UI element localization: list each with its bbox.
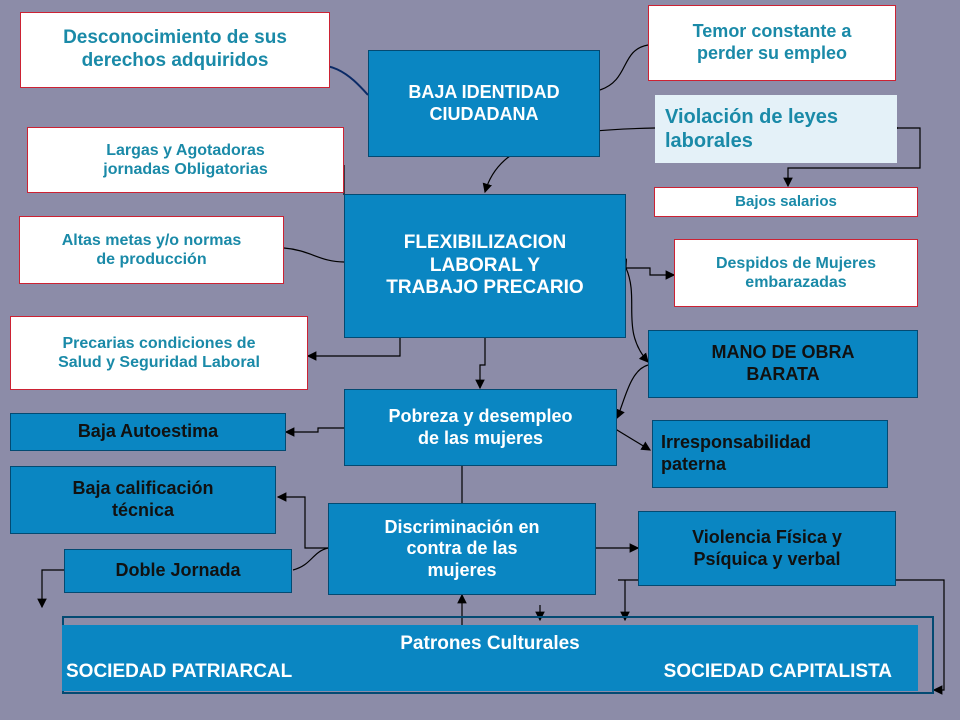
node-text-line: mujeres — [427, 559, 497, 580]
line-violacion-bajos — [783, 123, 921, 188]
line-disc-doble — [292, 541, 338, 571]
node-text-line: TRABAJO PRECARIO — [386, 277, 584, 299]
node-text-line: Altas metas y/o normas — [61, 231, 242, 249]
line-flex-precarias — [306, 321, 405, 361]
node-largas: Largas y Agotadoras jornadas Obligatorias — [27, 127, 344, 193]
node-text-line: jornadas Obligatorias — [103, 161, 268, 178]
node-text-line: Doble Jornada — [115, 560, 241, 581]
node-text-line: Bajos salarios — [735, 193, 837, 210]
patrones-title: Patrones Culturales — [400, 633, 580, 654]
node-altas-metas: Altas metas y/o normas de producción — [19, 216, 284, 284]
node-text-line: Salud y Seguridad Laboral — [58, 354, 260, 371]
node-text-line: BARATA — [746, 364, 820, 384]
line-flex-despidos — [617, 263, 676, 280]
node-text-line: Violación de leyes — [665, 106, 839, 128]
patrones-left: SOCIEDAD PATRIARCAL — [66, 661, 293, 682]
node-text-line: contra de las — [406, 538, 518, 559]
line-mano-pobreza — [616, 364, 649, 420]
node-text-line: Discriminación en — [384, 516, 540, 537]
line-flex-pobreza — [475, 338, 486, 390]
node-text-line: de las mujeres — [417, 427, 544, 448]
node-text-line: FLEXIBILIZACION — [403, 231, 567, 253]
node-text-line: Desconocimiento de sus — [63, 27, 287, 49]
node-text-line: Despidos de Mujeres — [715, 254, 877, 272]
node-text-line: Pobreza y desempleo — [388, 405, 573, 426]
node-text-line: Violencia Física y — [692, 526, 842, 547]
node-text-line: Psíquica y verbal — [693, 548, 841, 569]
node-text-line: laborales — [665, 130, 753, 152]
node-bajos-salarios: Bajos salarios — [654, 187, 918, 217]
node-text-line: Precarias condiciones de — [62, 334, 256, 352]
node-text-line: BAJA IDENTIDAD — [408, 81, 560, 102]
line-doble-left — [37, 569, 64, 609]
node-text-line: LABORAL Y — [429, 254, 541, 276]
node-precarias: Precarias condiciones de Salud y Segurida… — [10, 316, 308, 390]
patrones-box: Patrones Culturales SOCIEDAD PATRIARCAL … — [62, 625, 918, 691]
patrones-right: SOCIEDAD CAPITALISTA — [663, 661, 892, 682]
node-text-line: derechos adquiridos — [81, 50, 269, 71]
node-text-line: Baja Autoestima — [77, 421, 219, 442]
node-text-line: de producción — [96, 251, 207, 268]
node-text-line: técnica — [111, 500, 175, 520]
node-doble-jornada: Doble Jornada — [64, 549, 292, 593]
node-text-line: Temor constante a — [692, 21, 852, 42]
node-text-line: Irresponsabilidad — [661, 432, 812, 453]
line-altas-flex — [283, 247, 345, 263]
line-pobreza-autoestima — [284, 423, 353, 437]
node-despidos: Despidos de Mujeres embarazadas — [674, 239, 918, 307]
node-baja-autoestima: Baja Autoestima — [10, 413, 286, 451]
node-text-line: CIUDADANA — [429, 103, 539, 124]
node-text-line: embarazadas — [745, 274, 847, 291]
node-text-line: Baja calificación — [72, 478, 214, 499]
line-flex-mano — [618, 258, 649, 363]
line-pobreza-irresp — [607, 421, 652, 451]
line-disc-califica — [276, 492, 337, 553]
node-text-line: Largas y Agotadoras — [106, 141, 265, 159]
node-text-line: MANO DE OBRA — [711, 342, 855, 363]
node-text-line: perder su empleo — [696, 43, 848, 63]
line-temor-identidad — [599, 44, 649, 91]
node-text-line: paterna — [661, 454, 727, 474]
